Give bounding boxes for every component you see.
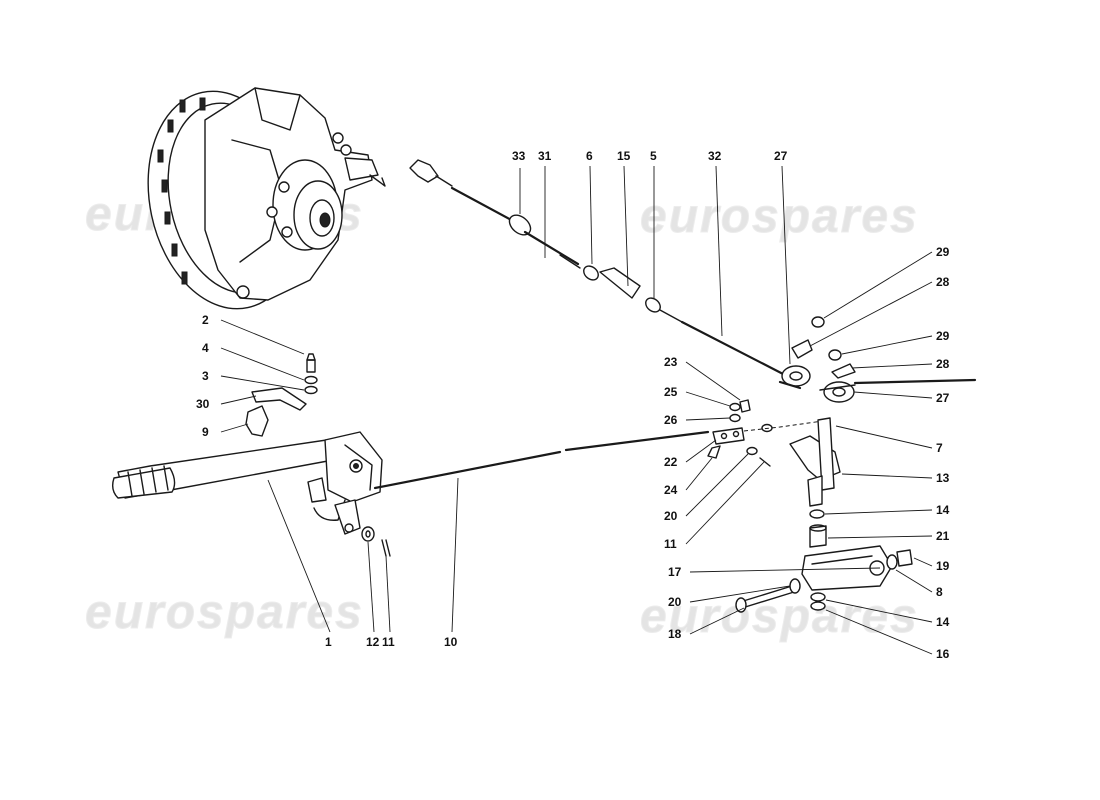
cable-section-10a: [373, 450, 562, 490]
callout-9: 9: [202, 425, 209, 439]
washer-8: [886, 554, 898, 570]
callout-3: 3: [202, 369, 209, 383]
bracket-hardware: [245, 353, 318, 437]
callout-11-right: 11: [664, 537, 677, 551]
clamp-9: [245, 405, 269, 437]
upper-cable-assembly: [409, 159, 811, 390]
cable-section-32: [680, 320, 787, 377]
callout-25: 25: [664, 385, 678, 399]
watermark-top-right: eurospares: [640, 190, 919, 243]
sleeve-15: [599, 267, 641, 299]
grommet-33: [508, 214, 532, 236]
nut-29-lower: [828, 349, 842, 361]
callout-14-upper: 14: [936, 503, 950, 517]
callout-29-upper: 29: [936, 245, 950, 259]
cable-section-10b: [564, 430, 710, 452]
callout-8: 8: [936, 585, 943, 599]
callout-13: 13: [936, 471, 950, 485]
leader-lines: [220, 165, 933, 655]
pin-24: [707, 445, 721, 459]
callout-15: 15: [617, 149, 631, 163]
callout-19: 19: [936, 559, 950, 573]
watermark-bottom-right: eurospares: [640, 590, 919, 643]
bracket-30: [251, 387, 307, 411]
clip-28-lower: [831, 363, 856, 379]
callout-16: 16: [936, 647, 950, 661]
washer-14-upper: [809, 509, 825, 519]
washer-25: [729, 402, 741, 412]
bush-21: [809, 525, 827, 548]
clip-28-upper: [791, 339, 813, 359]
callout-7: 7: [936, 441, 943, 455]
washer-14-lower: [810, 592, 826, 602]
callout-20-lower: 20: [668, 595, 682, 609]
cable-section-31: [523, 230, 580, 266]
pin-11-left: [381, 539, 391, 557]
callout-20-upper: 20: [664, 509, 678, 523]
pin-23: [739, 399, 751, 413]
cable-section-upper: [450, 186, 517, 224]
lower-cable: [373, 430, 710, 490]
nut-5: [645, 297, 661, 313]
clip-16: [810, 601, 826, 611]
callout-28-lower: 28: [936, 357, 950, 371]
callout-14-lower: 14: [936, 615, 950, 629]
callout-26: 26: [664, 413, 678, 427]
callout-21: 21: [936, 529, 950, 543]
callout-30: 30: [196, 397, 210, 411]
pulley-27-lower: [823, 381, 855, 403]
callout-1: 1: [325, 635, 332, 649]
washer-20-lower: [789, 578, 801, 594]
link-22: [712, 427, 745, 445]
callout-6: 6: [586, 149, 593, 163]
nut-29-upper: [811, 316, 825, 328]
watermark-bottom-left: eurospares: [85, 586, 364, 639]
washer-3: [304, 385, 318, 395]
equalizer-assembly: [707, 399, 831, 467]
pin-11-right: [759, 457, 771, 467]
pivot-lever-assembly: [735, 417, 913, 613]
callout-31: 31: [538, 149, 552, 163]
nut-6: [583, 265, 599, 281]
nut-26: [729, 413, 741, 423]
callout-29-lower: 29: [936, 329, 950, 343]
washer-12: [361, 526, 375, 542]
washer-20: [746, 446, 758, 456]
callout-numbers: 33 31 6 15 5 32 27 29 28 29 28 27 7 13 1…: [196, 149, 950, 661]
callout-11-left: 11: [382, 635, 395, 649]
bolt-2: [306, 359, 316, 373]
nut-19: [896, 549, 913, 567]
callout-23: 23: [664, 355, 678, 369]
callout-17: 17: [668, 565, 682, 579]
callout-27-top: 27: [774, 149, 788, 163]
callout-18: 18: [668, 627, 682, 641]
callout-28-upper: 28: [936, 275, 950, 289]
right-cable-assembly: [791, 316, 977, 403]
cable-right-end: [853, 378, 977, 385]
callout-2: 2: [202, 313, 209, 327]
callout-33: 33: [512, 149, 526, 163]
brake-disc-assembly: [147, 87, 386, 310]
callout-22: 22: [664, 455, 678, 469]
handbrake-lever: [111, 431, 383, 535]
callout-12: 12: [366, 635, 380, 649]
callout-10: 10: [444, 635, 458, 649]
cable-clevis-end: [409, 159, 439, 183]
callout-27-right: 27: [936, 391, 950, 405]
callout-24: 24: [664, 483, 678, 497]
callout-5: 5: [650, 149, 657, 163]
washer-4: [304, 375, 318, 385]
callout-32: 32: [708, 149, 722, 163]
lever-small-parts: [361, 526, 391, 557]
callout-4: 4: [202, 341, 209, 355]
